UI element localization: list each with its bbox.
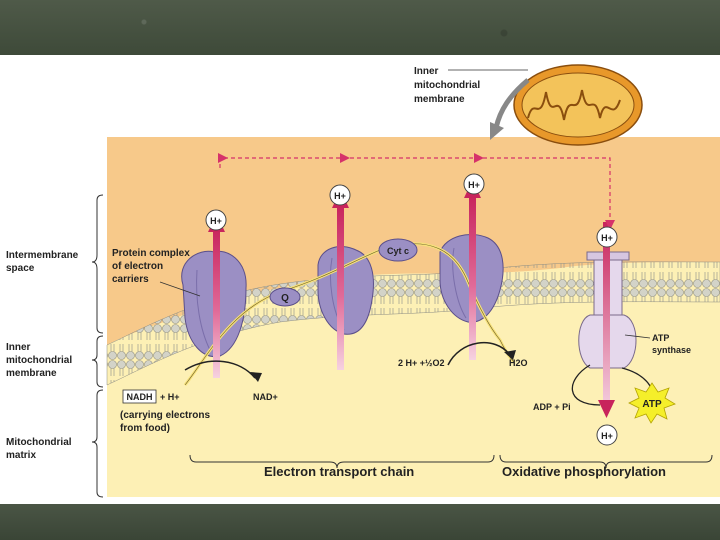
adp-arrow [571, 364, 601, 406]
intermembrane-space-label: Intermembrane space [6, 250, 81, 274]
etc-label: Electron transport chain [264, 464, 414, 479]
protein-complex-pointer [159, 281, 201, 297]
atp-label: ATP [642, 399, 662, 410]
etc-bracket [189, 454, 495, 469]
svg-text:H+: H+ [601, 431, 613, 441]
adp-label: ADP + Pi [533, 402, 571, 412]
proton-arrow-atp [598, 222, 615, 418]
inner-membrane-label: Inner mitochondrial membrane [6, 342, 75, 379]
bracket-membrane [91, 335, 104, 388]
h-plus-5: H+ [596, 424, 618, 446]
intermembrane-region [107, 137, 720, 345]
h-plus-2: H+ [329, 184, 351, 206]
top-frame-border [0, 0, 720, 55]
protein-complex-label: Protein complex of electron carriers [112, 248, 193, 285]
oxphos-label: Oxidative phosphorylation [502, 464, 666, 479]
nadh-box [122, 389, 157, 404]
inner-membrane-callout: Inner mitochondrial membrane [414, 66, 483, 105]
matrix-label: Mitochondrial matrix [6, 437, 74, 461]
nadh-plus-h: + H+ [160, 392, 180, 402]
nadh-label: NADH [127, 392, 153, 402]
oxphos-bracket [499, 454, 713, 469]
q-label: Q [281, 293, 289, 304]
svg-text:H+: H+ [210, 216, 222, 226]
complex-iii [317, 246, 374, 335]
proton-flow-dashed [219, 157, 611, 225]
proton-flow-arrowhead-2 [340, 153, 350, 163]
bracket-matrix [91, 389, 104, 498]
cyt-c-label: Cyt c [387, 246, 409, 256]
svg-text:H+: H+ [334, 191, 346, 201]
h-plus-4: H+ [596, 226, 618, 248]
nad-plus-label: NAD+ [253, 392, 278, 402]
h-plus-1: H+ [205, 209, 227, 231]
atp-starburst-icon [628, 382, 676, 424]
water-arrowhead [504, 350, 516, 360]
atp-synthase-pointer [624, 334, 651, 339]
water-reaction-label: 2 H+ +½O2 [398, 358, 445, 368]
proton-flow-arrowhead-4 [605, 220, 615, 230]
nadh-arrow [184, 360, 256, 379]
water-arrow [447, 341, 511, 366]
zoom-arrowhead [490, 122, 504, 140]
water-label: H2O [509, 358, 528, 368]
bottom-frame-border [0, 504, 720, 540]
zoom-arrow [493, 78, 530, 129]
ubiquinone-q [269, 287, 301, 307]
svg-text:H+: H+ [468, 180, 480, 190]
svg-text:H+: H+ [601, 233, 613, 243]
nadh-arrowhead [250, 372, 262, 382]
mitochondrion-icon [513, 64, 643, 146]
cytochrome-c [378, 238, 418, 262]
proton-flow-arrowhead-1 [218, 153, 228, 163]
carrying-electrons-label: (carrying electrons from food) [120, 410, 213, 434]
proton-flow-arrowhead-3 [474, 153, 484, 163]
bracket-intermembrane [91, 194, 104, 334]
atp-synthase-label: ATP synthase [652, 333, 691, 355]
h-plus-3: H+ [463, 173, 485, 195]
inner-membrane-bilayer [106, 261, 720, 386]
